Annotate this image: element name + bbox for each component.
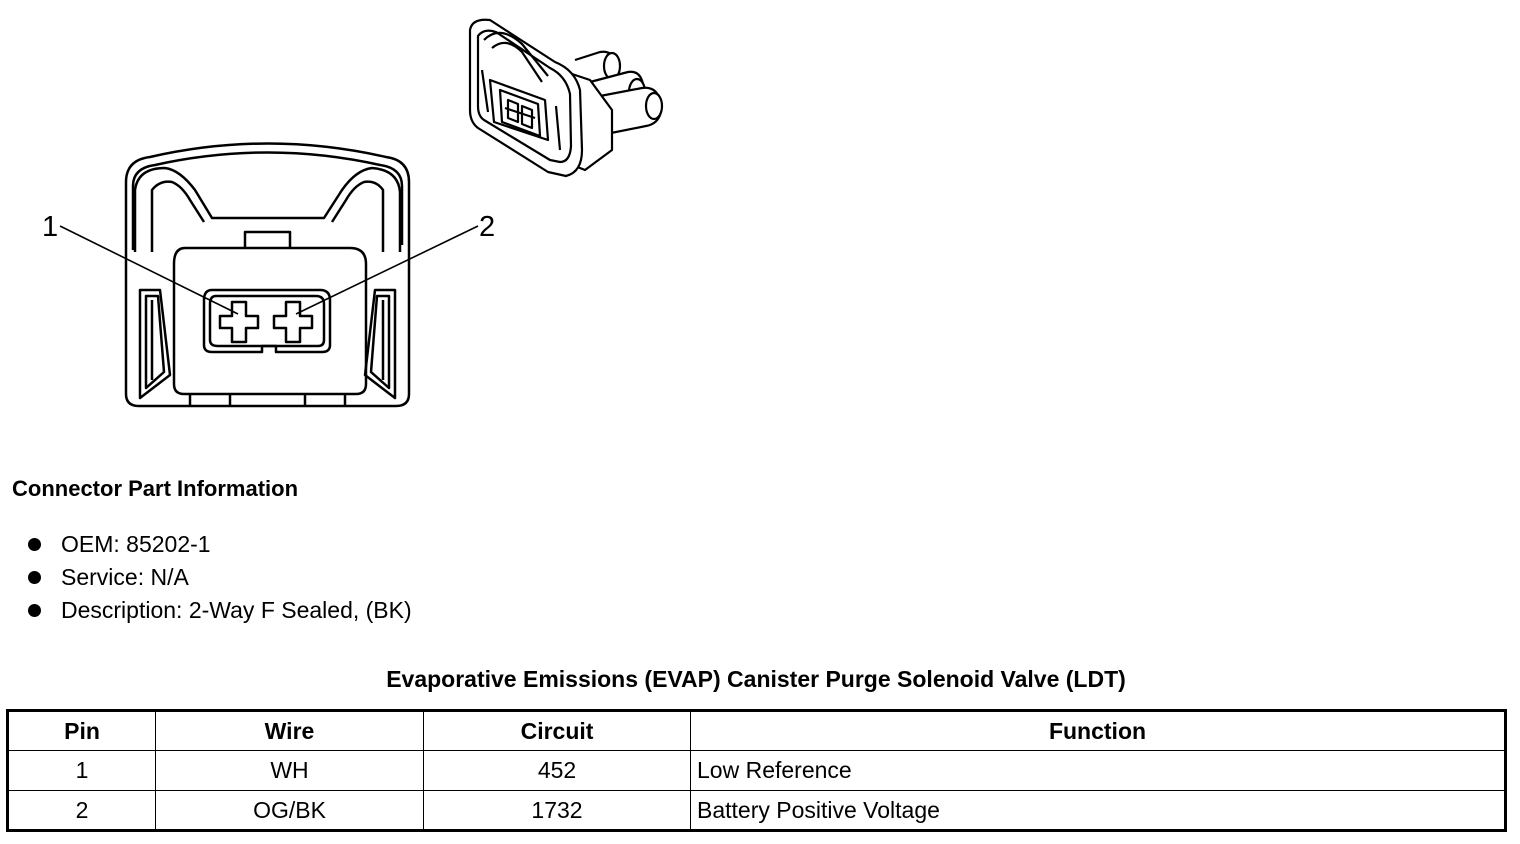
cell-function: Battery Positive Voltage bbox=[690, 790, 1506, 831]
cell-wire: WH bbox=[155, 750, 424, 791]
connector-info-list: OEM: 85202-1 Service: N/A Description: 2… bbox=[28, 528, 412, 627]
info-item-oem: OEM: 85202-1 bbox=[28, 528, 412, 561]
pin-2-leader bbox=[295, 225, 479, 315]
connector-info-heading: Connector Part Information bbox=[12, 476, 299, 501]
header-circuit: Circuit bbox=[423, 710, 691, 751]
pin-callouts bbox=[59, 225, 479, 315]
cell-pin: 2 bbox=[7, 790, 156, 831]
info-item-text: OEM: 85202-1 bbox=[61, 531, 211, 557]
bullet-icon bbox=[28, 571, 41, 584]
cell-function: Low Reference bbox=[690, 750, 1506, 791]
cell-circuit: 1732 bbox=[423, 790, 691, 831]
pin-1-label: 1 bbox=[42, 211, 58, 243]
table-title: Evaporative Emissions (EVAP) Canister Pu… bbox=[386, 666, 1126, 692]
cell-circuit: 452 bbox=[423, 750, 691, 791]
pin-1-leader bbox=[59, 225, 239, 315]
pin-2-label: 2 bbox=[479, 211, 495, 243]
cell-wire: OG/BK bbox=[155, 790, 424, 831]
table-header-row: Pin Wire Circuit Function bbox=[7, 710, 1506, 751]
header-function: Function bbox=[690, 710, 1506, 751]
info-item-description: Description: 2-Way F Sealed, (BK) bbox=[28, 594, 412, 627]
info-item-text: Service: N/A bbox=[61, 564, 189, 590]
pinout-table: Pin Wire Circuit Function 1 WH 452 Low R… bbox=[6, 709, 1507, 832]
cell-pin: 1 bbox=[7, 750, 156, 791]
table-row: 1 WH 452 Low Reference bbox=[7, 750, 1506, 791]
connector-front-view bbox=[124, 142, 411, 408]
bullet-icon bbox=[28, 604, 41, 617]
header-wire: Wire bbox=[155, 710, 424, 751]
info-item-service: Service: N/A bbox=[28, 561, 412, 594]
connector-isometric-view bbox=[468, 18, 664, 178]
bullet-icon bbox=[28, 538, 41, 551]
header-pin: Pin bbox=[7, 710, 156, 751]
connector-diagram: 1 2 bbox=[42, 18, 664, 408]
table-row: 2 OG/BK 1732 Battery Positive Voltage bbox=[7, 790, 1506, 831]
info-item-text: Description: 2-Way F Sealed, (BK) bbox=[61, 597, 412, 623]
